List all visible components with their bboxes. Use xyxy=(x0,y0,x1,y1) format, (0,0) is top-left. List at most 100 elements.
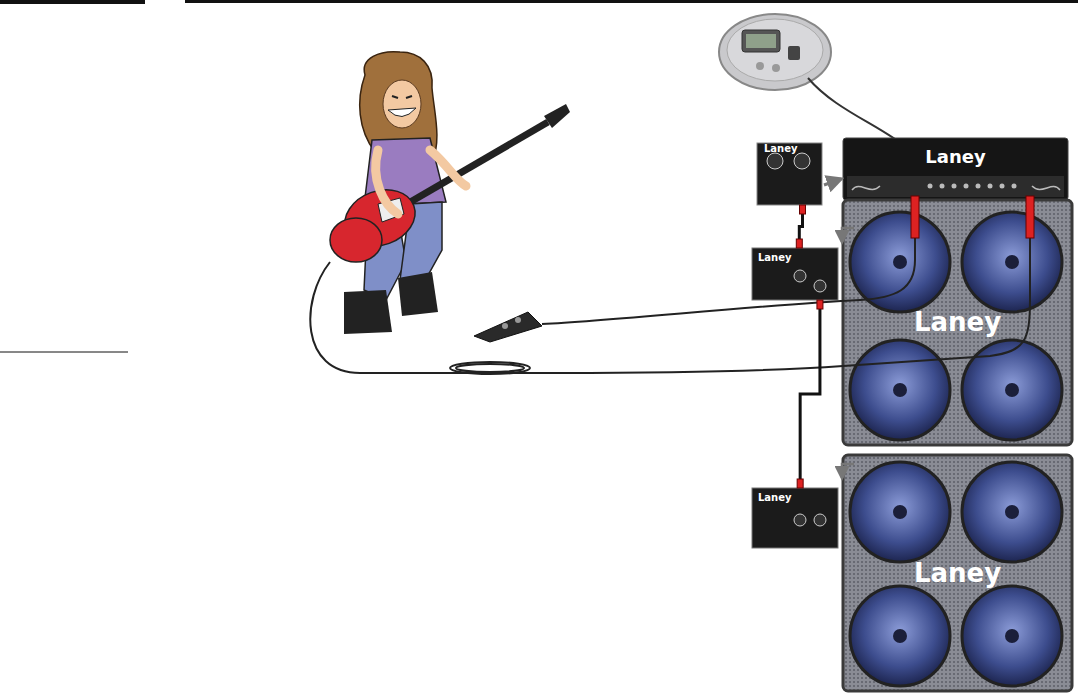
rear-panel-part xyxy=(767,153,783,169)
speaker-cabinet-part xyxy=(843,455,1072,691)
speaker-cable xyxy=(796,205,805,248)
amp-head: Laney xyxy=(843,138,1068,176)
guitarist-part xyxy=(344,290,392,334)
speaker-cabinet-part xyxy=(843,200,1072,445)
brand-logo: Laney xyxy=(758,492,792,503)
speaker-cabinet-part xyxy=(850,462,950,562)
guitarist-part xyxy=(330,218,382,262)
rear-panel xyxy=(757,143,841,205)
amp-head-part xyxy=(988,184,993,189)
amp-head-part xyxy=(1012,184,1017,189)
speaker-cabinet-part xyxy=(850,586,950,686)
amp-head-part xyxy=(976,184,981,189)
jack-panel-part xyxy=(842,228,854,242)
speaker-cabinet-part xyxy=(1005,629,1019,643)
jack-panel-part xyxy=(794,270,806,282)
speaker-cabinet-part xyxy=(962,462,1062,562)
instrument-cables-part xyxy=(456,364,524,372)
cd-player-part xyxy=(788,46,800,60)
footswitch xyxy=(474,312,542,342)
brand-logo: Laney xyxy=(764,143,798,154)
guitarist-part xyxy=(544,104,570,128)
amp-head-part xyxy=(928,184,1017,189)
amp-head-part xyxy=(928,184,933,189)
speaker-cabinet-part xyxy=(962,586,1062,686)
jack-panel: Laney xyxy=(752,488,838,548)
speaker-cabinet xyxy=(843,455,1072,691)
speaker-cabinet: Laney xyxy=(843,455,1072,691)
amp-head-part xyxy=(1000,184,1005,189)
amp-head-part xyxy=(964,184,969,189)
guitarist-part xyxy=(400,122,548,208)
amp-head-part xyxy=(843,138,1068,200)
amp-head-part xyxy=(852,186,880,190)
jack-plug xyxy=(796,239,802,248)
rear-panel-part xyxy=(757,143,822,205)
jack-plug xyxy=(800,205,806,214)
page-rules-part xyxy=(0,0,145,4)
speaker-cabinet-part xyxy=(893,383,907,397)
speaker-cabinet-part xyxy=(893,629,907,643)
jack-panel-part xyxy=(814,280,826,292)
brand-logo: Laney xyxy=(758,252,792,263)
speaker-cabinet-part xyxy=(962,212,1062,312)
instrument-cables-part xyxy=(310,236,1030,373)
footswitch-part xyxy=(474,312,542,342)
cd-player-part xyxy=(746,34,776,48)
amp-head xyxy=(843,138,1068,200)
speaker-cabinet-part xyxy=(1005,505,1019,519)
cd-player-part xyxy=(756,62,764,70)
instrument-cables-part xyxy=(542,236,915,324)
guitarist-part xyxy=(398,272,438,316)
instrument-cables xyxy=(310,196,1034,374)
page-rules xyxy=(0,0,1078,352)
brand-logo: Laney xyxy=(914,559,1001,588)
guitarist-part xyxy=(430,150,466,186)
speaker-cabinet-part xyxy=(962,340,1062,440)
cd-player xyxy=(719,14,831,90)
cd-player-part xyxy=(719,14,831,90)
guitarist-part xyxy=(406,96,412,98)
speaker-cable xyxy=(800,300,820,488)
guitarist-part xyxy=(376,150,398,214)
rear-panel-part xyxy=(794,153,810,169)
jack-panel-part xyxy=(752,488,838,548)
amp-head-part xyxy=(1032,186,1060,190)
rear-panel-part xyxy=(824,179,841,185)
jack-panel: Laney xyxy=(752,248,838,300)
cd-player-part xyxy=(742,30,780,52)
cd-player-part xyxy=(727,19,823,81)
speaker-cable xyxy=(797,300,823,488)
page-rules-part xyxy=(185,0,1078,3)
amp-head-part xyxy=(940,184,945,189)
cd-player-part xyxy=(772,64,780,72)
speaker-cabinet-part xyxy=(893,255,907,269)
jack-plug xyxy=(797,479,803,488)
speaker-cabinet: Laney xyxy=(843,200,1072,445)
speaker-cabinet-part xyxy=(850,340,950,440)
jack-panel-part xyxy=(842,464,854,478)
speaker-cabinet-part xyxy=(1005,255,1019,269)
speaker-cabinet-part xyxy=(850,212,950,312)
speaker-cabinet-part xyxy=(1005,383,1019,397)
jack-panel-part xyxy=(794,514,806,526)
guitarist-part xyxy=(388,108,416,117)
brand-logo: Laney xyxy=(914,308,1001,337)
amp-head-part xyxy=(952,184,957,189)
jack-panel-part xyxy=(814,514,826,526)
jack-panel xyxy=(752,464,854,548)
amp-head-part xyxy=(847,176,1064,197)
instrument-cables-part xyxy=(1026,196,1034,238)
guitarist xyxy=(330,52,570,334)
speaker-cabinet-part xyxy=(893,505,907,519)
brand-logo: Laney xyxy=(925,147,985,167)
guitarist-part xyxy=(383,80,421,128)
instrument-cables-part xyxy=(911,196,919,238)
guitarist-part xyxy=(392,96,398,98)
jack-panel-part xyxy=(752,248,838,300)
footswitch-part xyxy=(515,317,521,323)
jack-panel xyxy=(752,228,854,300)
